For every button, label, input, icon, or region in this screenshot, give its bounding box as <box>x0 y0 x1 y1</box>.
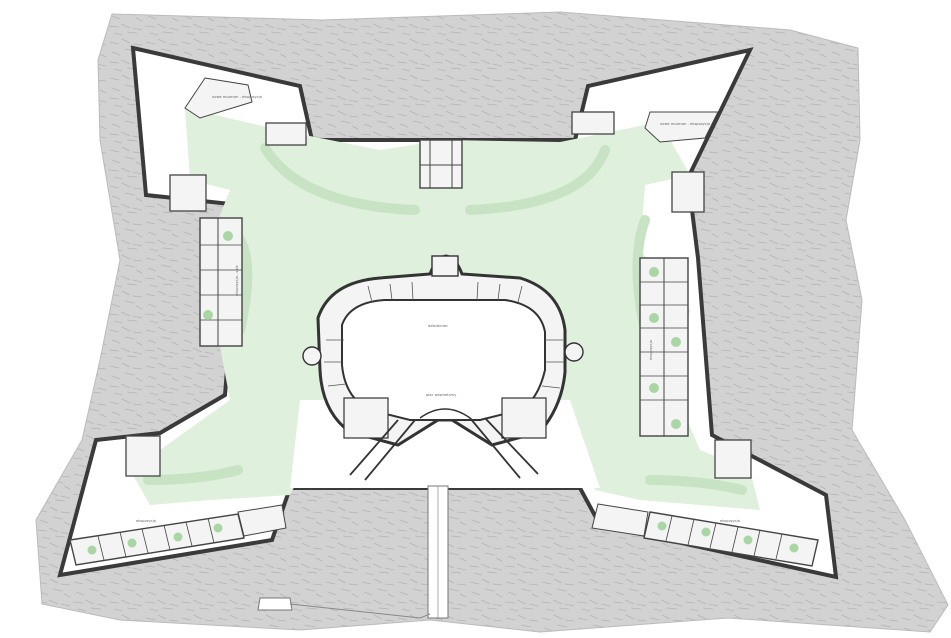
approach-lines <box>349 417 539 481</box>
ne-hall-label: nowe muzeum - ekspozycja <box>660 122 710 126</box>
south-access-road <box>257 485 449 619</box>
corner-towers <box>125 111 752 479</box>
castle-north-tower <box>431 255 459 277</box>
se-wing-label: ekspozycja <box>720 519 740 523</box>
tower-sw <box>125 435 161 477</box>
inner-square-label: plac wewnetrzny <box>426 393 457 397</box>
central-castle: dziedziniec plac wewnetrzny <box>302 254 584 447</box>
tower-ne-2 <box>671 171 705 213</box>
tower-nw-2 <box>169 174 207 212</box>
castle-west-bastion <box>302 346 322 366</box>
castle-east-bastion <box>564 342 584 362</box>
tower-nw-1 <box>265 122 307 146</box>
east-wing-label: ekspozycja <box>649 340 653 360</box>
nw-hall-label: nowe muzeum - ekspozycja <box>212 95 262 99</box>
north-gate <box>419 139 463 189</box>
west-wing-label: ekspozycja - sale <box>235 265 239 296</box>
inner-court-label: dziedziniec <box>428 324 448 328</box>
sw-wing-label: ekspozycja <box>136 519 156 523</box>
se-wing: ekspozycja <box>591 503 819 567</box>
sw-wing: ekspozycja <box>69 504 287 566</box>
tower-se <box>714 439 752 479</box>
tower-ne-1 <box>571 111 615 135</box>
east-wing: ekspozycja <box>639 257 689 437</box>
nw-hall: nowe muzeum - ekspozycja <box>184 77 262 119</box>
lawn-edges <box>143 143 747 495</box>
west-wing: ekspozycja - sale <box>199 217 243 347</box>
ne-hall: nowe muzeum - ekspozycja <box>644 111 719 143</box>
